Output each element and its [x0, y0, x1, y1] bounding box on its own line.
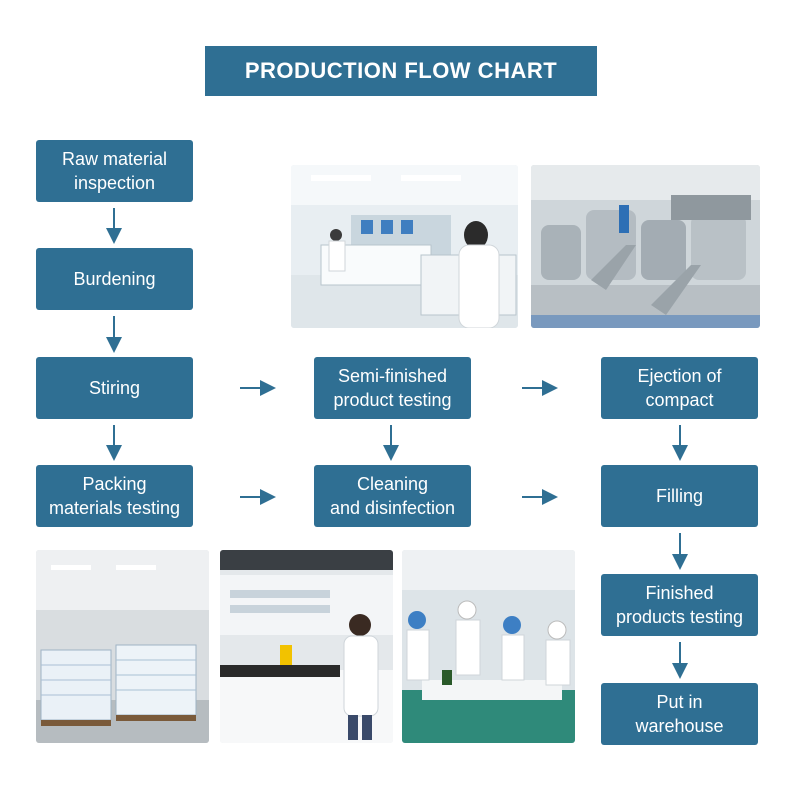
step-packing-materials-testing: Packing materials testing	[36, 465, 193, 527]
laboratory-photo	[291, 165, 518, 328]
step-finished-products-testing: Finished products testing	[601, 574, 758, 636]
chart-title: PRODUCTION FLOW CHART	[205, 46, 597, 96]
mixing-tanks-photo	[531, 165, 760, 328]
step-raw-material-inspection: Raw material inspection	[36, 140, 193, 202]
step-put-in-warehouse: Put in warehouse	[601, 683, 758, 745]
step-filling: Filling	[601, 465, 758, 527]
lab-technician-photo	[220, 550, 393, 743]
step-cleaning-and-disinfection: Cleaning and disinfection	[314, 465, 471, 527]
step-semi-finished-product-testing: Semi-finished product testing	[314, 357, 471, 419]
production-line-photo	[402, 550, 575, 743]
step-burdening: Burdening	[36, 248, 193, 310]
warehouse-stacks-photo	[36, 550, 209, 743]
step-stiring: Stiring	[36, 357, 193, 419]
step-ejection-of-compact: Ejection of compact	[601, 357, 758, 419]
